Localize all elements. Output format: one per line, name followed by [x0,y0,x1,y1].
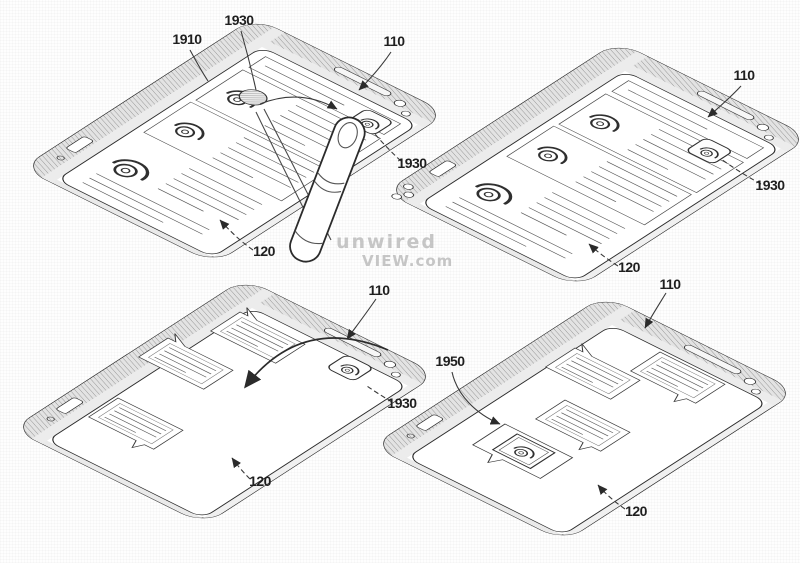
ref-label-1930-edge-bottomleft: 1930 [387,395,417,411]
swipe-gesture-arrow [244,337,389,389]
ref-label-120-bottomleft: 120 [249,473,272,489]
watermark-line2: VIEW.com [362,252,453,270]
ref-label-120-bottomright: 120 [625,503,648,519]
ref-label-110-bottomleft: 110 [368,282,390,298]
ref-label-110-topleft: 110 [383,33,405,49]
chat-bubble [137,333,234,390]
watermark: unwired VIEW.com [336,231,453,270]
phone-view-top-right [383,42,800,289]
phone-view-top-left [22,18,446,264]
leader-lines [189,30,762,510]
chat-bubble [629,351,726,404]
icon-frame [491,433,556,470]
side-button [56,155,65,161]
ref-label-110-bottomright: 110 [659,276,681,292]
ref-label-110-topright: 110 [733,67,755,83]
ref-label-1950: 1950 [435,353,465,369]
side-camera-dot [391,193,403,200]
phone-view-bottom-left [12,279,436,525]
drag-arrow [259,96,338,110]
chat-bubble [87,397,184,450]
side-button [46,416,55,422]
side-camera-dot [403,183,414,190]
chat-bubble [534,399,631,452]
watermark-line1: unwired [336,231,437,253]
phone-body [22,18,446,264]
notification-bubble-with-icon [471,423,574,479]
ref-label-1930-edge-topright: 1930 [755,177,785,193]
phone-body [12,279,436,525]
pointing-finger [289,116,366,263]
phone-view-bottom-right [372,296,796,542]
chat-bubble [209,307,306,364]
ref-label-1910: 1910 [172,31,202,47]
ref-label-1930-screen: 1930 [224,12,254,28]
ref-label-1930-edge-topleft: 1930 [397,155,427,171]
ref-label-120-topleft: 120 [253,243,276,259]
side-camera-dot [403,191,415,198]
icon-frame-inner [498,437,550,466]
ref-label-120-topright: 120 [618,259,641,275]
chat-bubble [544,343,641,400]
side-button [406,433,415,439]
